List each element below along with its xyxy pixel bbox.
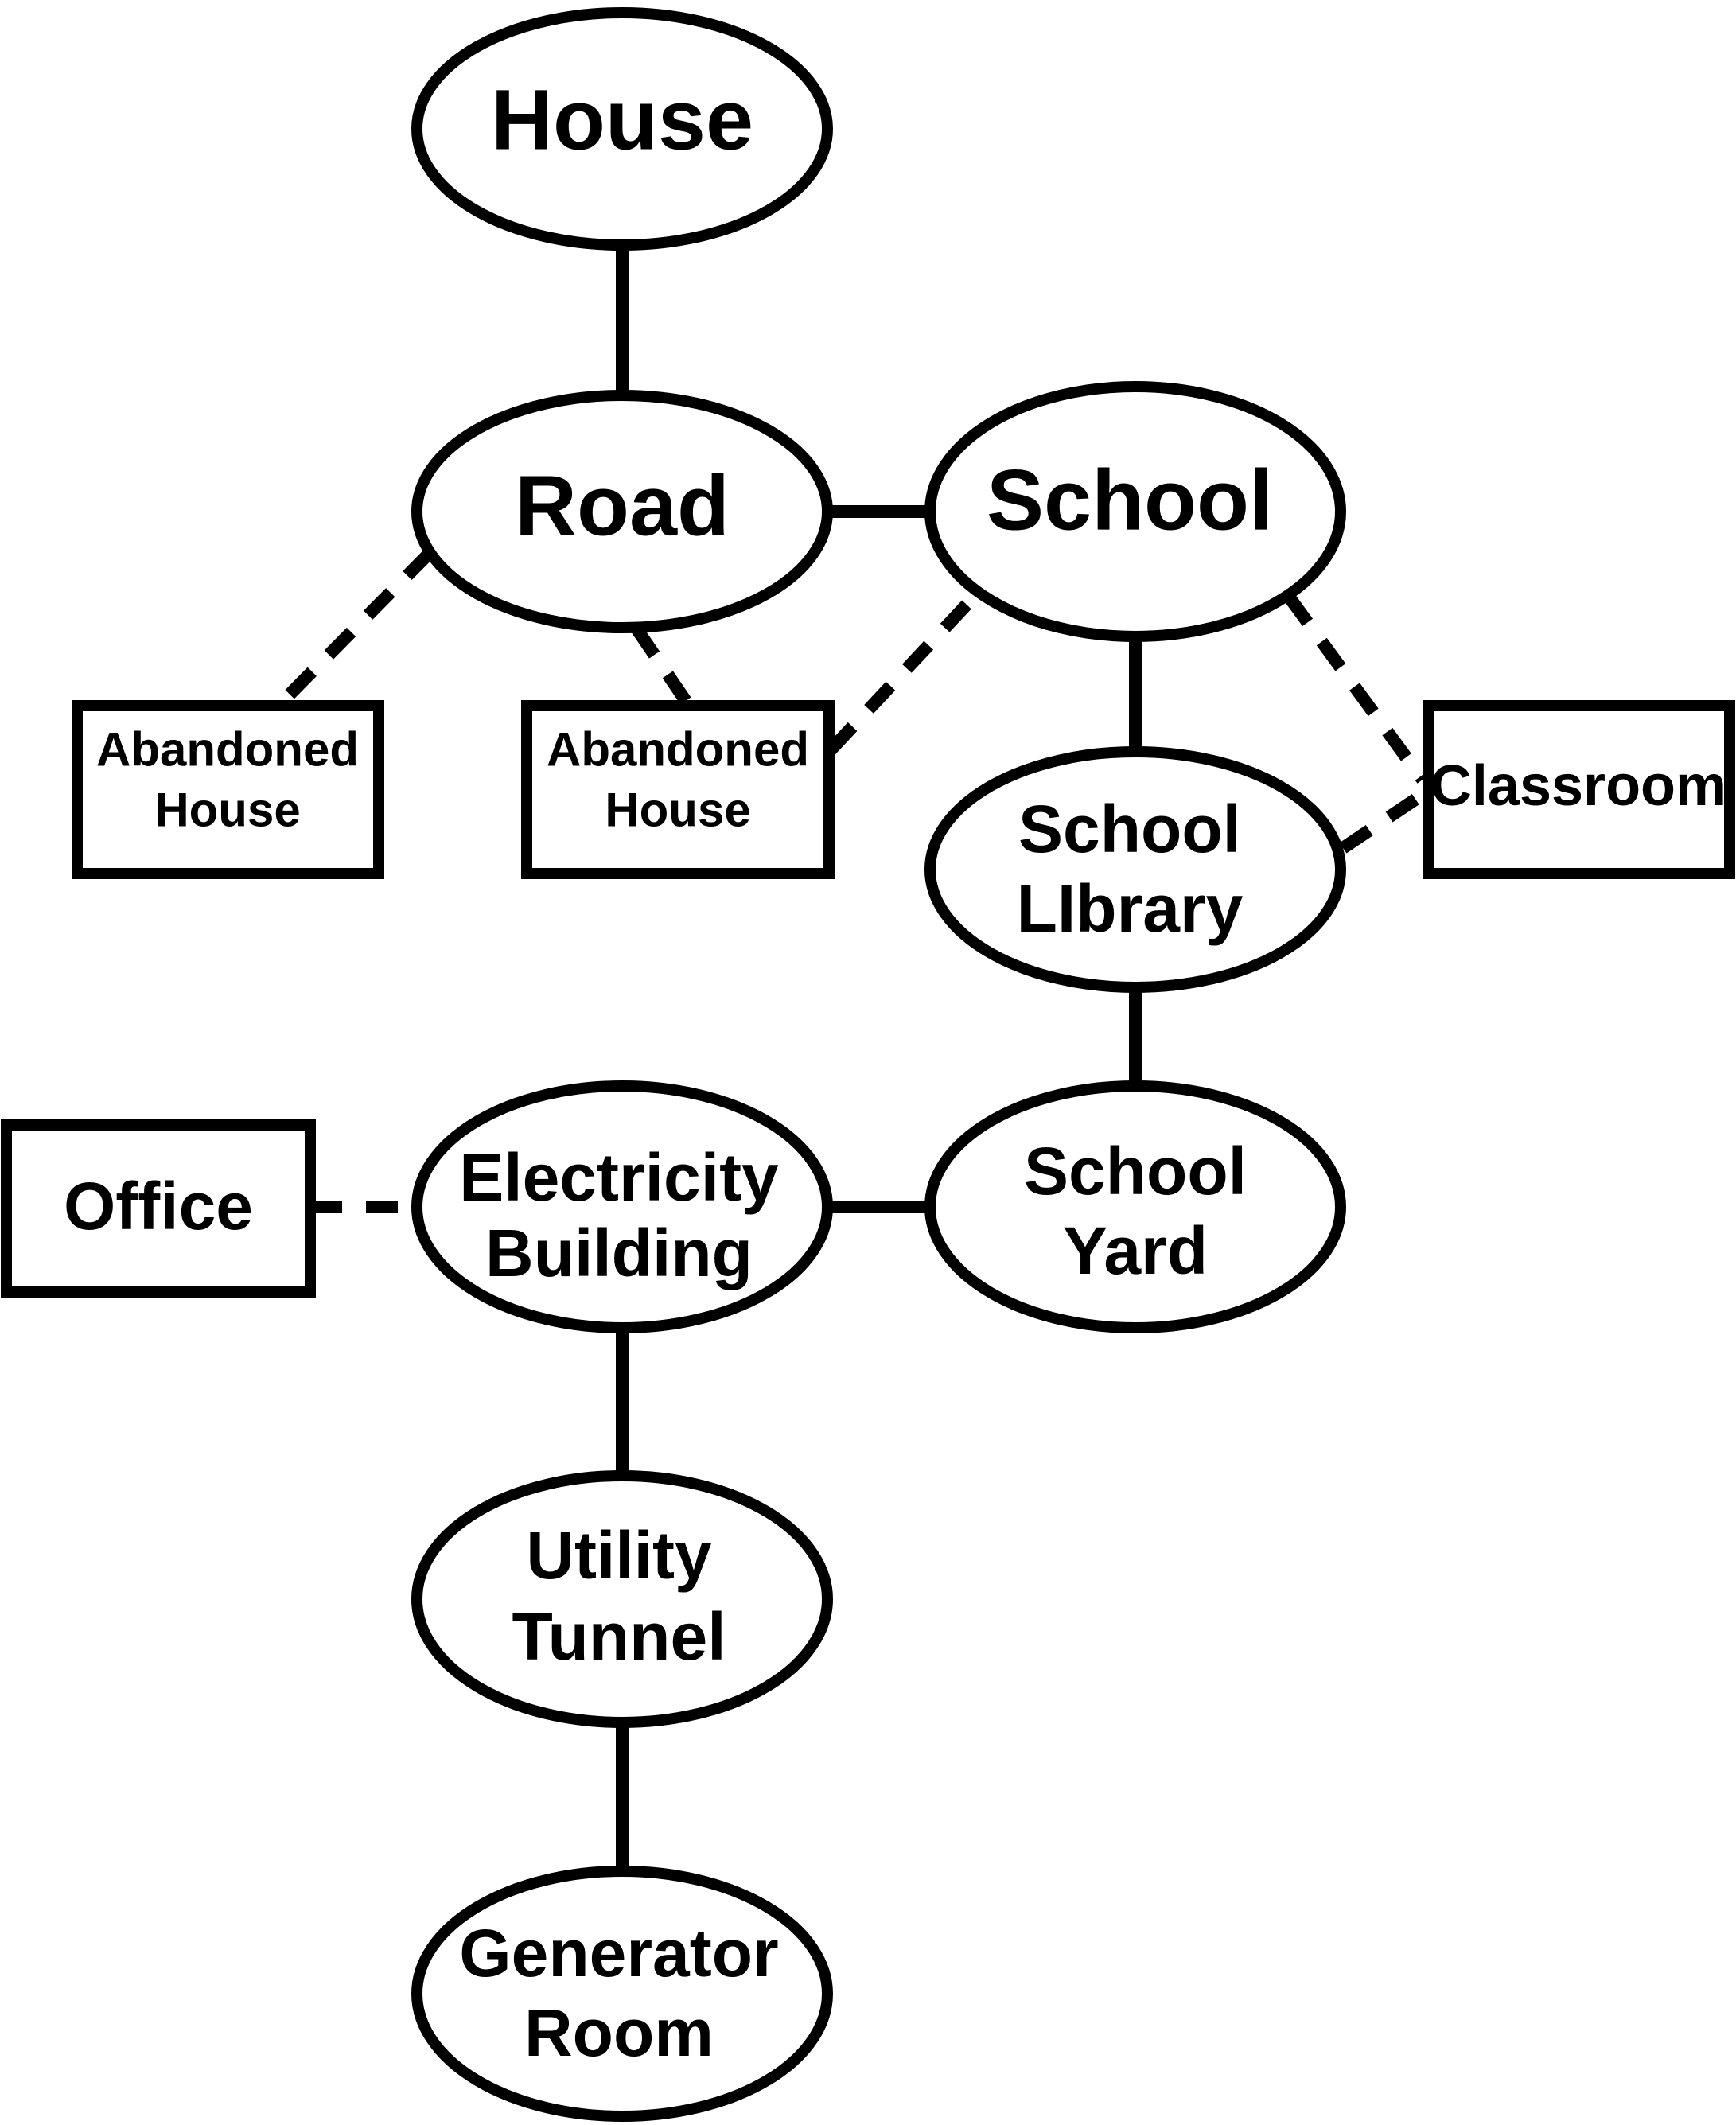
node-label-line-2: House [605,784,750,837]
node-school: School [924,381,1346,642]
node-label-line-2: Yard [1063,1213,1208,1288]
nodes: House Road School Abandoned House Abando… [1,7,1735,2122]
edge-school-abandoned-house-2 [824,600,971,757]
node-label-line-1: Abandoned [96,723,359,776]
node-generator-room: Generator Room [411,1866,833,2122]
node-house: House [411,7,833,251]
node-road: Road [411,390,833,633]
node-label-line-2: Building [485,1216,753,1290]
node-label-line-1: Generator [459,1916,778,1991]
node-electricity-building: Electricity Building [411,1080,833,1333]
edge-school-library-classroom [1339,785,1432,854]
node-label: Road [515,457,730,554]
node-label-line-1: Abandoned [547,723,809,776]
node-label-line-2: House [154,784,300,837]
node-office: Office [1,1119,316,1298]
node-label: House [491,72,753,168]
node-label: Office [64,1169,253,1243]
node-label: School [987,452,1273,548]
node-abandoned-house-1: Abandoned House [72,700,384,879]
node-school-yard: School Yard [924,1080,1346,1333]
node-label-line-1: School [1024,1134,1247,1208]
node-label-line-2: Room [524,1995,714,2070]
node-abandoned-house-2: Abandoned House [521,700,835,879]
node-classroom: Classroom [1423,700,1735,879]
node-label: Classroom [1430,754,1726,818]
node-label-line-1: School [1018,792,1241,866]
edge-school-classroom [1283,593,1428,784]
node-label-line-1: Electricity [459,1140,779,1215]
node-school-library: School LIbrary [924,746,1346,993]
edge-road-abandoned-house-1 [274,548,434,710]
edges [274,245,1432,1871]
node-utility-tunnel: Utility Tunnel [411,1470,833,1728]
node-label-line-1: Utility [526,1518,712,1593]
edge-road-abandoned-house-2 [631,625,695,710]
node-label-line-2: Tunnel [512,1599,726,1674]
node-label-line-2: LIbrary [1017,871,1244,946]
